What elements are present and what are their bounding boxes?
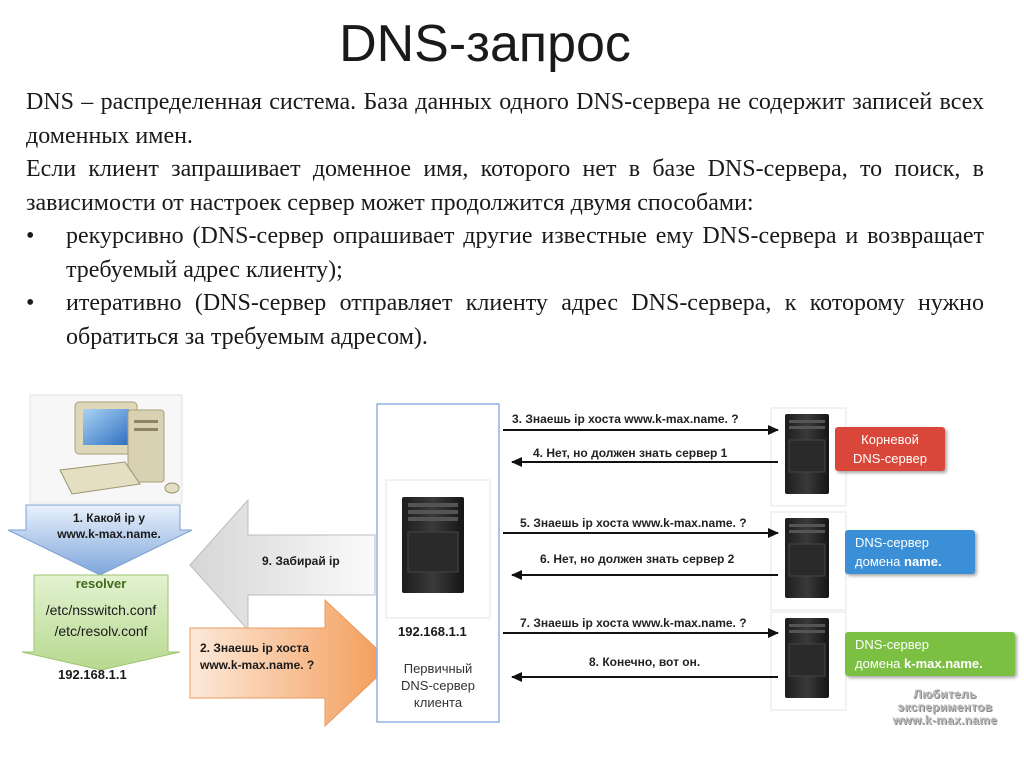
name-server-icon	[771, 512, 846, 610]
msg-6-label: 6. Нет, но должен знать сервер 2	[540, 552, 734, 566]
resolver-title: resolver	[40, 576, 162, 591]
ask-arrow-line1: 2. Знаешь ip хоста	[200, 640, 314, 657]
msg-5-label: 5. Знаешь ip хоста www.k-max.name. ?	[520, 516, 747, 530]
resolver-file-nsswitch: /etc/nsswitch.conf	[36, 600, 166, 621]
name-badge-line1: DNS-сервер	[855, 533, 965, 552]
reply-arrow-label: 9. Забирай ip	[262, 554, 340, 568]
root-server-badge: Корневой DNS-сервер	[835, 427, 945, 471]
root-badge-line1: Корневой	[845, 430, 935, 449]
primary-ip: 192.168.1.1	[398, 624, 467, 639]
client-ip: 192.168.1.1	[58, 667, 127, 682]
query-label-line2: www.k-max.name.	[50, 526, 168, 542]
root-badge-line2: DNS-сервер	[845, 449, 935, 468]
kmax-server-badge: DNS-сервер домена k-max.name.	[845, 632, 1015, 676]
watermark-line3: www.k-max.name	[880, 714, 1010, 727]
watermark: Любитель экспериментов www.k-max.name	[880, 688, 1010, 727]
primary-label-line1: Первичный	[380, 660, 496, 677]
client-computer-icon	[30, 395, 182, 503]
primary-label-line2: DNS-сервер	[380, 677, 496, 694]
name-server-badge: DNS-сервер домена name.	[845, 530, 975, 574]
name-badge-line2: домена name.	[855, 552, 965, 571]
resolver-file-resolv: /etc/resolv.conf	[36, 621, 166, 642]
kmax-badge-line2: домена k-max.name.	[855, 654, 1005, 673]
ask-arrow-line2: www.k-max.name. ?	[200, 657, 314, 674]
query-label: 1. Какой ip у www.k-max.name.	[50, 510, 168, 542]
query-label-line1: 1. Какой ip у	[50, 510, 168, 526]
resolver-files: /etc/nsswitch.conf /etc/resolv.conf	[36, 600, 166, 642]
primary-server-icon	[402, 497, 464, 593]
kmax-badge-line1: DNS-сервер	[855, 635, 1005, 654]
msg-3-label: 3. Знаешь ip хоста www.k-max.name. ?	[512, 412, 739, 426]
kmax-server-icon	[771, 612, 846, 710]
ask-arrow-label: 2. Знаешь ip хоста www.k-max.name. ?	[200, 640, 314, 674]
msg-4-label: 4. Нет, но должен знать сервер 1	[533, 446, 727, 460]
primary-label-line3: клиента	[380, 694, 496, 711]
primary-server-label: Первичный DNS-сервер клиента	[380, 660, 496, 711]
msg-7-label: 7. Знаешь ip хоста www.k-max.name. ?	[520, 616, 747, 630]
msg-8-label: 8. Конечно, вот он.	[589, 655, 700, 669]
